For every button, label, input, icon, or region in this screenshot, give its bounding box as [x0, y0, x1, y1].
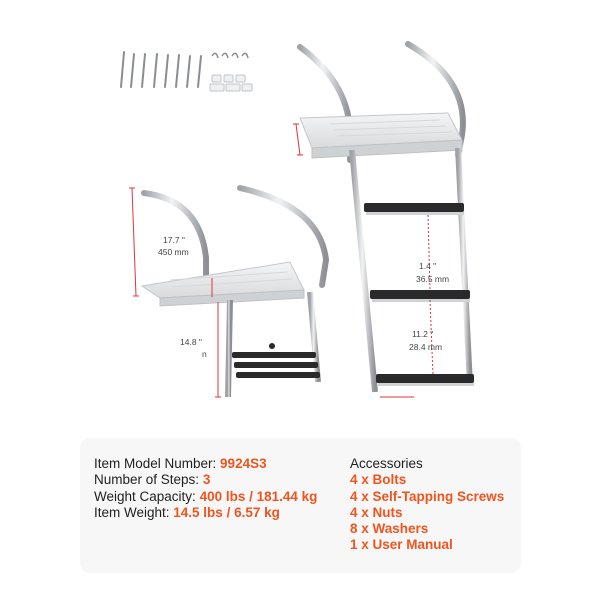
specs-list: Item Model Number: 9924S3 Number of Step… — [94, 456, 317, 521]
small-height-mm-label: 450 mm — [158, 247, 189, 257]
accessory-item-bolts: 4 x Bolts — [350, 472, 407, 488]
spec-value: 3 — [202, 472, 211, 488]
large-ladder-illustration — [293, 41, 474, 398]
small-ladder-steps — [232, 343, 320, 378]
large-height-in-label: 1.4 " — [419, 261, 436, 271]
accessory-item-nuts: 4 x Nuts — [350, 504, 403, 520]
spec-label: Weight Capacity: — [94, 488, 200, 504]
large-step-mm-label: 28.4 mm — [409, 342, 442, 352]
hardware-kit-icon — [120, 51, 253, 92]
accessories-list: Accessories 4 x Bolts 4 x Self-Tapping S… — [350, 456, 504, 554]
spec-weight-capacity: Weight Capacity: 400 lbs / 181.44 kg — [94, 489, 317, 505]
large-ladder-steps — [364, 203, 474, 386]
spec-item-weight: Item Weight: 14.5 lbs / 6.57 kg — [94, 505, 317, 521]
washers-group — [209, 74, 253, 92]
screws-group — [120, 51, 202, 88]
accessory-item-screws: 4 x Self-Tapping Screws — [350, 488, 505, 504]
spec-value: 14.5 lbs / 6.57 kg — [173, 504, 280, 520]
accessory-item-manual: 1 x User Manual — [350, 537, 453, 553]
small-ladder-illustration — [129, 185, 330, 398]
small-step-in-label: 14.8 " — [180, 337, 202, 347]
spec-model-number: Item Model Number: 9924S3 — [94, 456, 317, 472]
spec-label: Item Weight: — [94, 504, 174, 520]
spec-value: 9924S3 — [220, 456, 267, 471]
specifications-panel: Item Model Number: 9924S3 Number of Step… — [80, 438, 521, 573]
small-height-in-label: 17.7 " — [163, 235, 185, 245]
small-step-mm-label: n — [202, 349, 207, 359]
product-illustration: 17.7 " 450 mm 14.8 " n 1.4 " 36.5 mm 11.… — [120, 41, 474, 398]
large-height-mm-label: 36.5 mm — [416, 274, 449, 284]
accessories-title: Accessories — [350, 456, 423, 471]
spec-label: Number of Steps: — [94, 472, 203, 488]
spec-value: 400 lbs / 181.44 kg — [199, 488, 318, 504]
spec-number-of-steps: Number of Steps: 3 — [94, 472, 317, 488]
spec-label: Item Model Number: — [94, 456, 221, 471]
large-step-in-label: 11.2 " — [412, 329, 433, 339]
small-bolts-group — [211, 52, 249, 59]
accessory-item-washers: 8 x Washers — [350, 521, 429, 537]
